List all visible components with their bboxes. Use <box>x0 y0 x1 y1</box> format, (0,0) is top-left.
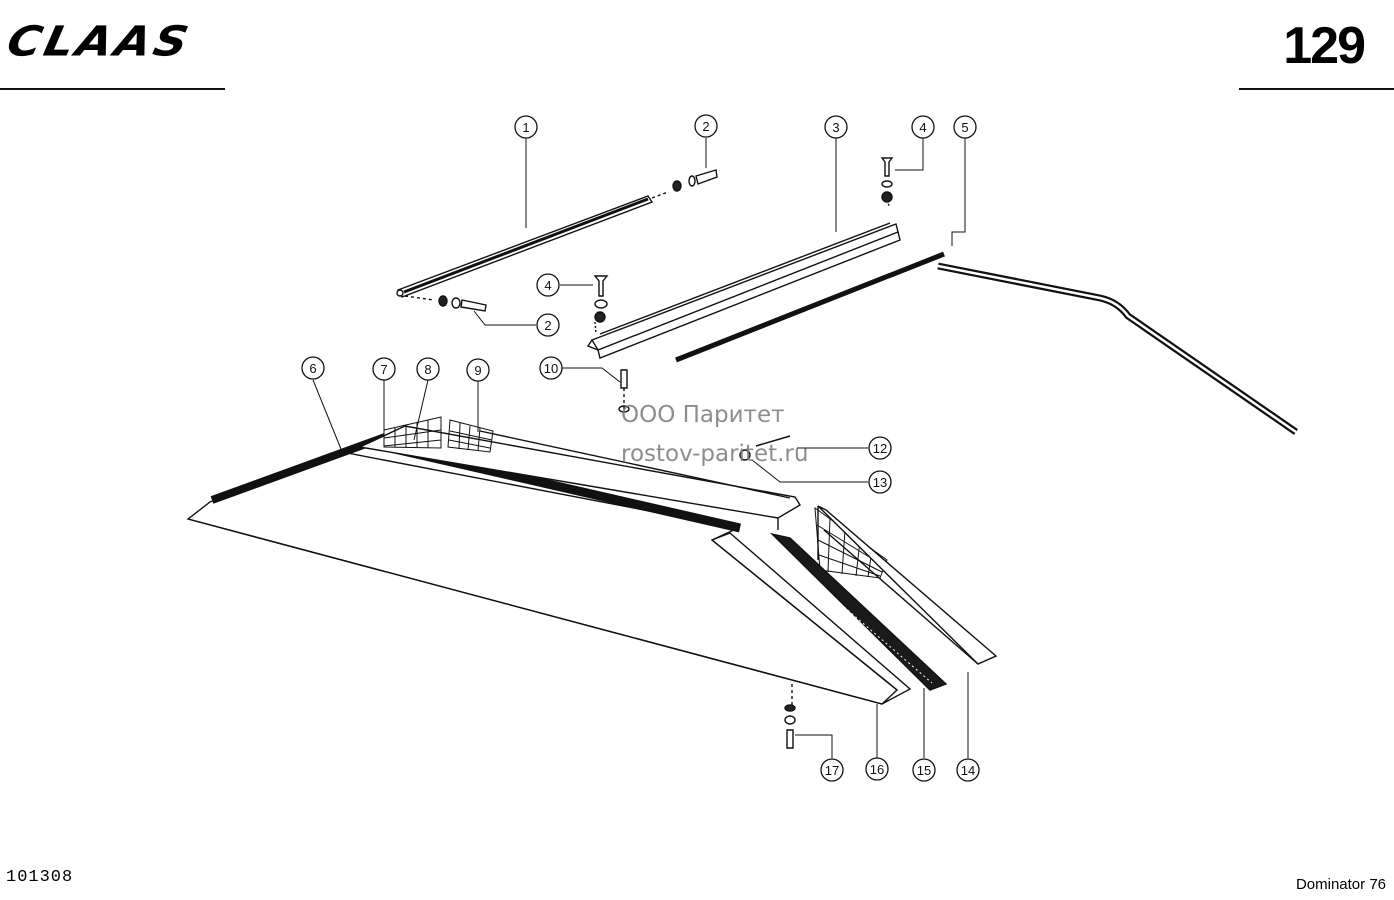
part-14-right-wedge <box>817 505 998 665</box>
part-10-bolt <box>618 369 630 413</box>
part-12-clip <box>755 435 791 447</box>
callout-7: 7 <box>380 362 387 377</box>
callout-1: 1 <box>522 120 529 135</box>
callout-14: 14 <box>961 763 975 778</box>
callout-12: 12 <box>873 441 887 456</box>
leader-lines <box>312 138 969 758</box>
part-1-rod <box>396 169 718 312</box>
callout-4-left: 4 <box>544 278 551 293</box>
callout-13: 13 <box>873 475 887 490</box>
drawing-number: 101308 <box>6 868 74 887</box>
callout-17: 17 <box>825 763 839 778</box>
callout-3: 3 <box>832 120 839 135</box>
page-number: 129 <box>1283 17 1366 75</box>
rubber-strip <box>675 251 945 363</box>
part-5-bent-seal <box>937 262 1298 435</box>
header-rule-left <box>0 88 225 90</box>
watermark-url: rostov-paritet.ru <box>621 441 809 467</box>
callout-numbers: 1 2 2 3 4 4 5 6 7 8 9 10 12 13 14 15 16 … <box>309 119 975 778</box>
callout-9: 9 <box>474 363 481 378</box>
callout-8: 8 <box>424 362 431 377</box>
part-4-screw-upper <box>880 157 894 203</box>
callout-2-bottom: 2 <box>544 318 551 333</box>
callout-5: 5 <box>961 120 968 135</box>
header-rule-right <box>1239 88 1394 90</box>
part-3-angle-profile <box>586 195 901 359</box>
part-15-strip <box>769 532 948 691</box>
callout-circles <box>301 114 980 782</box>
part-17-bolt <box>784 684 796 749</box>
callout-15: 15 <box>917 763 931 778</box>
model-name: Dominator 76 <box>1295 876 1386 893</box>
callout-6: 6 <box>309 361 316 376</box>
callout-4-top: 4 <box>919 120 926 135</box>
part-4-screw-lower <box>593 275 609 323</box>
callout-10: 10 <box>544 361 558 376</box>
callout-2-top: 2 <box>702 119 709 134</box>
callout-16: 16 <box>870 762 884 777</box>
watermark-company: ООО Паритет <box>621 402 785 428</box>
part-9-plate <box>357 425 801 530</box>
part-13-washer <box>739 449 751 461</box>
